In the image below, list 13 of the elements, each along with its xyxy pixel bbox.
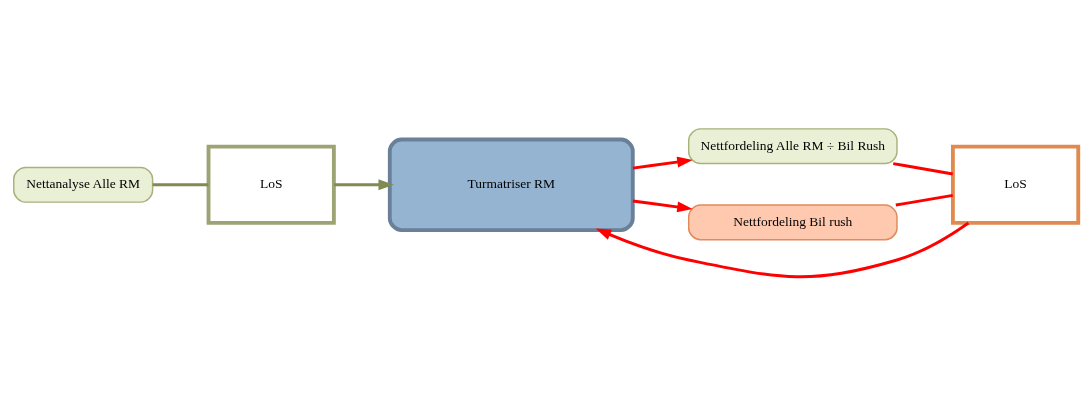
connector [152, 182, 209, 186]
connector [895, 193, 953, 206]
node-box: LoS [206, 144, 336, 225]
node-box: Nettfordeling Bil rush [687, 203, 898, 240]
connector [892, 161, 953, 175]
arrow [334, 178, 394, 190]
node-box: Turmatriser RM [387, 137, 635, 232]
node-box: Nettfordeling Alle RM ÷ Bil Rush [687, 127, 898, 164]
node-box: LoS [950, 144, 1081, 225]
arrow [595, 221, 970, 278]
arrow [632, 156, 693, 170]
node-box: Nettanalyse Alle RM [13, 166, 154, 203]
arrow [632, 199, 693, 212]
